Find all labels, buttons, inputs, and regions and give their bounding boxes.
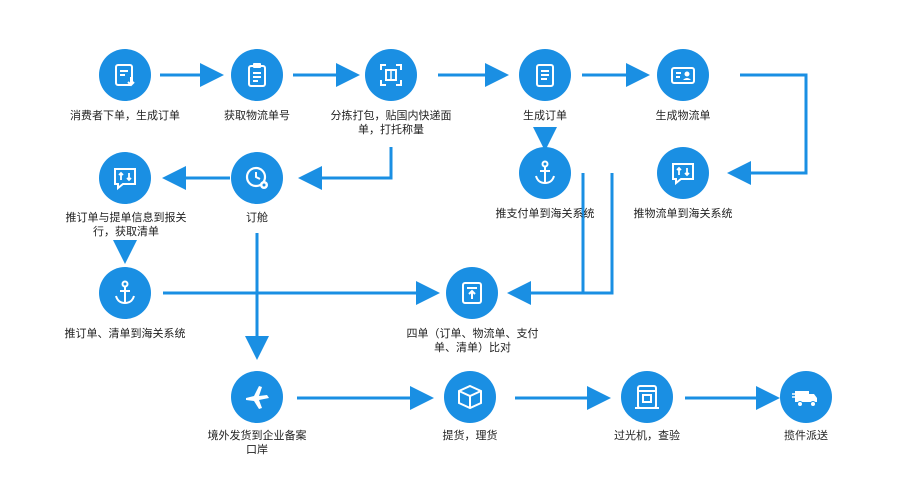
node-label-n9: 推物流单到海关系统 bbox=[633, 207, 733, 220]
node-label-n6: 推订单与提单信息到报关行，获取清单 bbox=[65, 211, 187, 238]
node-label-n5: 生成物流单 bbox=[655, 109, 711, 122]
node-n12 bbox=[231, 371, 283, 423]
message-transfer-icon bbox=[672, 163, 694, 186]
node-n11 bbox=[446, 267, 498, 319]
node-label-n1: 消费者下单，生成订单 bbox=[70, 109, 180, 122]
node-label-n3: 分拣打包，贴国内快递面单，打托称量 bbox=[330, 109, 452, 136]
node-n13 bbox=[444, 371, 496, 423]
message-transfer-icon bbox=[114, 168, 136, 191]
node-n10 bbox=[99, 267, 151, 319]
node-label-n8: 推支付单到海关系统 bbox=[495, 207, 595, 220]
node-n1 bbox=[99, 49, 151, 101]
node-n7 bbox=[231, 152, 283, 204]
node-label-n15: 揽件派送 bbox=[784, 429, 828, 442]
xray-scanner-icon bbox=[635, 385, 659, 409]
document-icon bbox=[536, 64, 554, 87]
node-label-n12: 境外发货到企业备案口岸 bbox=[207, 429, 307, 456]
compare-document-icon bbox=[462, 282, 482, 304]
arrow-n3-n7 bbox=[298, 147, 393, 190]
node-n4 bbox=[519, 49, 571, 101]
id-card-icon bbox=[671, 67, 695, 84]
delivery-truck-icon bbox=[792, 391, 817, 407]
order-download-icon bbox=[115, 64, 135, 87]
node-n3 bbox=[365, 49, 417, 101]
clipboard-icon bbox=[248, 63, 266, 87]
clock-gear-icon bbox=[245, 166, 268, 189]
node-n2 bbox=[231, 49, 283, 101]
node-label-n10: 推订单、清单到海关系统 bbox=[64, 327, 186, 340]
anchor-icon bbox=[535, 160, 555, 185]
arrow-n9-n11 bbox=[507, 173, 614, 305]
node-n9 bbox=[657, 147, 709, 199]
package-icon bbox=[458, 384, 482, 410]
node-label-n14: 过光机，查验 bbox=[614, 429, 680, 442]
node-label-n11: 四单（订单、物流单、支付单、清单）比对 bbox=[406, 327, 539, 354]
anchor-icon bbox=[115, 280, 135, 305]
node-n6 bbox=[99, 152, 151, 204]
scan-frame-icon bbox=[380, 64, 402, 86]
arrow-n5-n9 bbox=[727, 73, 808, 185]
node-n14 bbox=[621, 371, 673, 423]
airplane-icon bbox=[246, 386, 269, 409]
node-label-n4: 生成订单 bbox=[523, 109, 567, 122]
node-label-n13: 提货，理货 bbox=[442, 429, 498, 442]
node-label-n7: 订舱 bbox=[246, 211, 268, 224]
node-n8 bbox=[519, 147, 571, 199]
node-n15 bbox=[780, 371, 832, 423]
node-label-n2: 获取物流单号 bbox=[224, 109, 290, 122]
node-n5 bbox=[657, 49, 709, 101]
